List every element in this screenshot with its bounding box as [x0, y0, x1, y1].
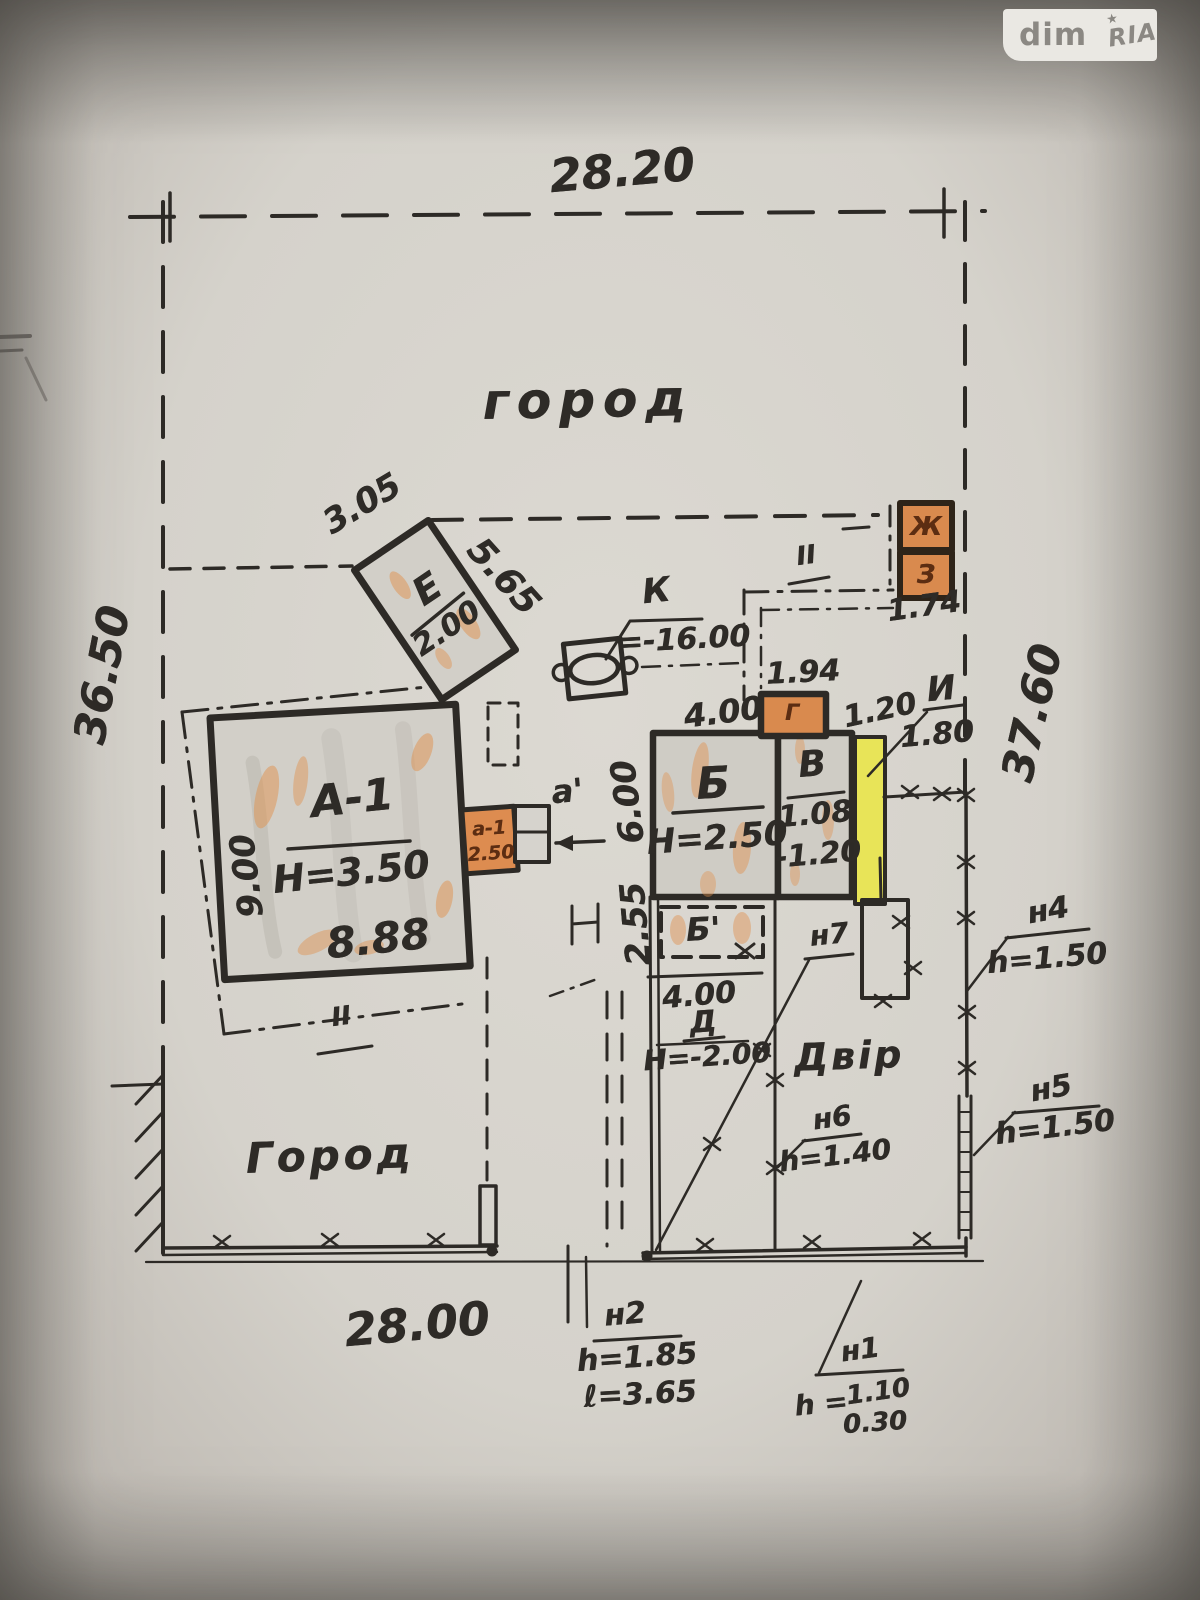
building-a1-width: 8.88 — [323, 908, 433, 969]
fence-5-label: н5 — [1027, 1067, 1075, 1110]
cellar-d-label: Д — [688, 1004, 718, 1041]
star-icon: ★ — [1105, 11, 1121, 28]
annex-a1-label: а-1 — [471, 816, 507, 841]
fence-6-label: н6 — [810, 1098, 854, 1137]
strip-i-label: И — [925, 667, 957, 711]
cellar-b-prime-label: Б' — [684, 909, 722, 949]
dim-ria-watermark: dim ★RIA — [1003, 9, 1159, 61]
building-g-label: Г — [784, 701, 800, 726]
shed-z-label: З — [916, 560, 936, 590]
fence-4-label: н4 — [1024, 889, 1072, 932]
fence-1-value-bottom: 0.30 — [841, 1405, 909, 1441]
strip-i-value: 1.80 — [898, 713, 976, 756]
utility-dashdot-lines — [742, 504, 895, 702]
building-a1-outline — [180, 682, 474, 1056]
dim-top-width: 28.20 — [547, 136, 697, 204]
building-v-area: 1.08 — [776, 793, 854, 836]
well-k-depth: =-16.00 — [616, 618, 752, 661]
plot-boundary — [110, 187, 987, 1255]
building-b-label: Б — [694, 757, 732, 810]
cellar-section-outline — [646, 905, 765, 1047]
photo-artifacts — [0, 334, 48, 402]
garden-label-bottom: Город — [244, 1128, 416, 1183]
building-g-left-gap: 1.94 — [765, 653, 841, 692]
well-k-label: К — [640, 569, 672, 613]
fence-2-height: h=1.85 — [575, 1335, 699, 1380]
annex-a1-outline — [459, 803, 606, 877]
main-buildings-outline — [649, 690, 968, 1000]
building-e-outline — [168, 513, 880, 704]
dim-logo-text: dim — [1019, 17, 1088, 53]
building-b-height: Н=2.50 — [645, 813, 789, 863]
garden-label-top: город — [482, 369, 694, 431]
bottom-fence — [144, 1244, 985, 1264]
fence-1-h-prefix: h = — [792, 1384, 850, 1423]
porch-a-prime-label: а' — [549, 770, 585, 812]
fence-2-length: ℓ=3.65 — [582, 1374, 698, 1415]
well-k-outline — [551, 617, 744, 702]
building-b-left-depth: 6.00 — [603, 757, 653, 847]
fence-cross-ticks — [212, 784, 977, 1253]
building-b-top-width: 4.00 — [681, 688, 765, 736]
section-mark-bottom: II — [329, 1000, 353, 1034]
building-a1-depth: 9.00 — [222, 831, 272, 921]
section-mark-top: II — [794, 539, 818, 573]
ria-logo: ★RIA — [1105, 11, 1159, 53]
shed-zh-label: Ж — [910, 512, 942, 542]
annex-a1-value: 2.50 — [466, 840, 516, 867]
fence-leader-lines — [566, 927, 1101, 1377]
yard-label: Двір — [793, 1032, 905, 1080]
fence-2-label: н2 — [602, 1295, 648, 1334]
fence-1-label: н1 — [838, 1330, 882, 1369]
path-width: 2.55 — [612, 880, 660, 968]
building-a1-label: А-1 — [308, 768, 396, 829]
building-v-level: -1.20 — [773, 833, 863, 876]
sheds-zh-z-outline — [897, 500, 955, 601]
entrance-path — [478, 701, 811, 1255]
building-v-label: В — [796, 742, 828, 787]
dim-bottom-width: 28.00 — [342, 1290, 492, 1358]
fence-7-label: н7 — [807, 916, 850, 953]
